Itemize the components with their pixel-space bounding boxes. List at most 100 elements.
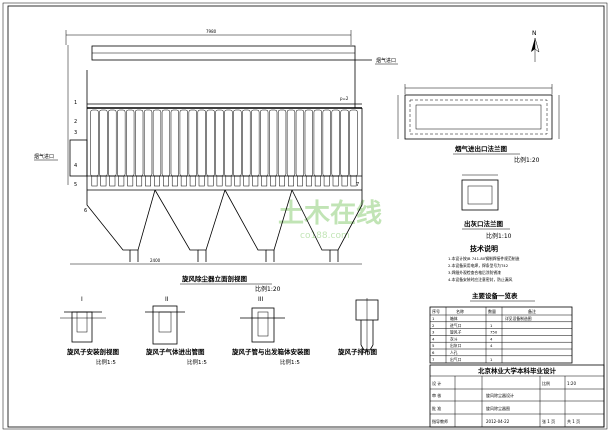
cyclone-tube (135, 109, 144, 177)
table-cell: 4 (432, 336, 435, 341)
cyclone-tube (99, 109, 108, 177)
cyclone-tube (242, 109, 251, 177)
cyclone-tube-outlet (100, 175, 107, 187)
table-header-note: 备注 (528, 308, 536, 314)
equipment-table (429, 306, 573, 364)
table-cell: 4 (490, 336, 493, 341)
cyclone-tube-outlet (234, 175, 241, 187)
north-label: N (532, 30, 537, 37)
table-cell: 4 (490, 343, 493, 348)
detail-1-roman: I (81, 296, 83, 303)
hopper-2-right (198, 189, 226, 251)
cyclone-tube (233, 109, 242, 177)
cyclone-tube (331, 109, 340, 177)
north-arrow-head-open (534, 37, 540, 53)
detail-3-roman: III (258, 296, 264, 303)
title-block: 北京林业大学本科毕业设计 设 计 比例 1:20 审 核 旋风除尘器设计 批 准… (429, 364, 605, 428)
cyclone-tube (152, 109, 162, 177)
overall-dim-text: 7980 (206, 29, 217, 34)
watermark: 土木在线 co188.com (278, 199, 382, 241)
cyclone-tube (126, 109, 135, 177)
tb-r2-c2: 旋风除尘器设计 (486, 392, 514, 398)
tb-r3-c2: 旋风除尘器图 (486, 405, 510, 411)
detail-1-scale: 比例1:5 (96, 358, 116, 366)
cyclone-tube-outlet (109, 175, 116, 187)
cyclone-tube-outlet (261, 175, 268, 187)
cyclone-tube-outlet (225, 175, 232, 187)
flange-outer (404, 94, 553, 140)
detail-2-roman: II (165, 296, 169, 303)
cyclone-tube-outlet (216, 175, 223, 187)
detail-3: III 旋风子管与出发箱体安装图 比例1:5 (231, 296, 311, 366)
dust-flange-scale: 比例1:10 (486, 232, 512, 240)
cyclone-tube (322, 109, 331, 177)
left-gas-inlet-label: 烟气进口 (34, 153, 54, 160)
cyclone-tube (340, 109, 349, 177)
cyclone-tube-outlet (91, 175, 98, 187)
detail-3-scale: 比例1:5 (280, 358, 300, 366)
flange-inner (409, 99, 548, 135)
cyclone-tube (313, 109, 322, 177)
hopper-4 (291, 189, 331, 262)
tech-note-1: 1.本设计按JB 741-80钢制焊接件规范制造 (448, 256, 520, 261)
table-cell: 旋风子 (450, 330, 462, 335)
tech-notes-title: 技术说明 (470, 244, 498, 253)
hopper-dim-text: 2400 (150, 258, 161, 263)
north-arrow: N (531, 30, 540, 62)
table-cell: 灰斗 (450, 336, 458, 341)
cyclone-tube-outlet (136, 175, 143, 187)
inner-border (7, 5, 605, 428)
cyclone-tube-outlet (305, 175, 312, 187)
cyclone-tube-outlet (171, 175, 178, 187)
cyclone-tube-outlet (323, 175, 330, 187)
cyclone-tube (188, 109, 197, 177)
detail-4-title: 旋风子排布图 (337, 347, 378, 356)
part-label-1: 1 (74, 100, 77, 106)
cyclone-tube-outlet (270, 175, 277, 187)
cyclone-tube (161, 109, 171, 177)
table-cell: 7 (432, 357, 435, 362)
table-cell: 出灰口 (450, 343, 462, 348)
watermark-text: 土木在线 (278, 199, 382, 229)
cyclone-tube (286, 109, 296, 177)
tb-r4-c3: 共 1 页 (567, 418, 580, 424)
tb-r1-c0: 设 计 (432, 380, 441, 386)
cyclone-tube (295, 109, 305, 177)
dust-flange-view: 出灰口法兰图 比例1:10 (461, 174, 512, 240)
tb-r2-c0: 审 核 (432, 392, 441, 398)
cyclone-tube-outlet (189, 175, 196, 187)
cyclone-tube-outlet (198, 175, 205, 187)
detail-3-inner (257, 311, 269, 337)
main-view-title: 旋风除尘器立面剖视图 (181, 274, 248, 283)
cyclone-tube (277, 109, 287, 177)
part-label-6: 6 (84, 208, 87, 214)
cyclone-tube (349, 109, 358, 177)
cyclone-tube-outlet (279, 175, 285, 187)
cyclone-tube (251, 109, 260, 177)
table-cell: 1 (490, 357, 493, 362)
table-cell: 1 (432, 316, 435, 321)
cyclone-tube-outlet (180, 175, 187, 187)
flue-flange-scale: 比例1:20 (514, 156, 540, 164)
detail-2: II 旋风子气体进出管图 比例1:5 (145, 296, 207, 366)
north-arrow-head (531, 38, 535, 52)
cyclone-tube (224, 109, 233, 177)
detail-3-tube (251, 307, 275, 343)
table-cell: 出气口 (450, 357, 462, 362)
cyclone-tube-outlet (163, 175, 169, 187)
part-label-5: 5 (74, 182, 77, 188)
cyclone-tube (304, 109, 313, 177)
main-elevation-view: 7980 烟气进口 烟气进口 (34, 29, 398, 293)
table-header-qty: 数量 (488, 308, 496, 314)
detail-views: I 旋风子安装剖视图 比例1:5 II 旋风子气体进出管图 比例1:5 III … (60, 296, 379, 366)
table-cell: 1 (490, 323, 493, 328)
flue-flange-view: 烟气进出口法兰图 比例1:20 (397, 84, 560, 164)
detail-1: I 旋风子安装剖视图 比例1:5 (60, 296, 120, 366)
flue-flange-title: 烟气进出口法兰图 (455, 144, 508, 153)
cyclone-tube (206, 109, 215, 177)
part-label-4: 4 (74, 163, 77, 169)
table-cell: 750 (490, 330, 498, 335)
hopper-1 (86, 190, 131, 262)
watermark-sub: co188.com (300, 231, 350, 241)
